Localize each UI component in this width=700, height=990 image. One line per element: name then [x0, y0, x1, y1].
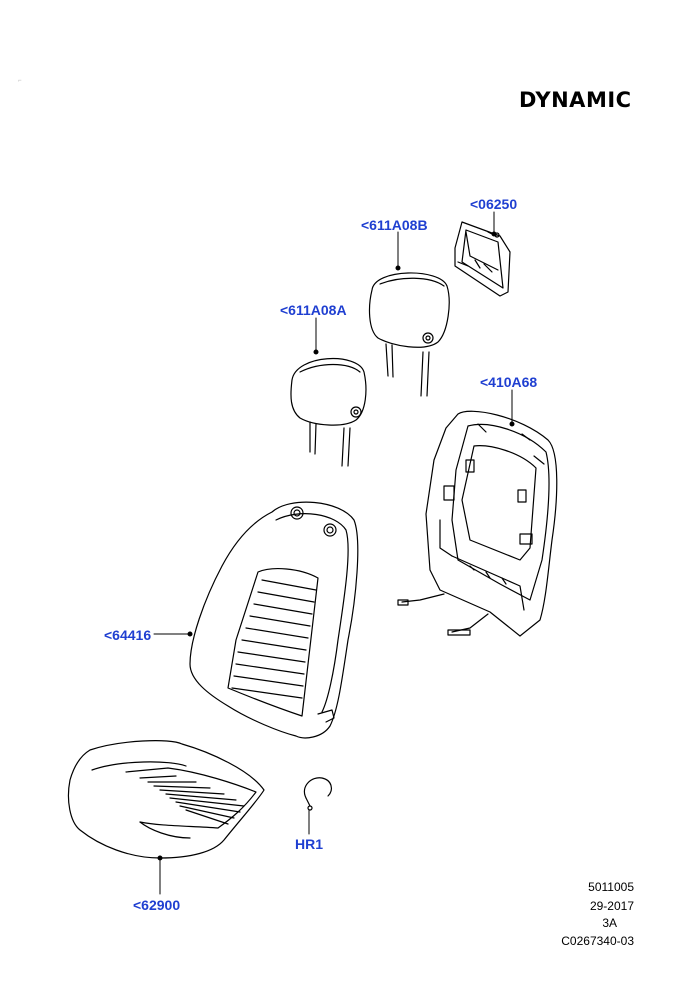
reference-code-4: C0267340-03	[561, 934, 634, 948]
part-label-64416[interactable]: <64416	[104, 627, 152, 643]
leader-lines	[153, 211, 515, 895]
hog-ring-drawing	[303, 777, 332, 811]
reference-code-2: 29-2017	[589, 899, 634, 913]
backrest-cover-drawing	[189, 501, 359, 739]
part-label-611A08B[interactable]: <611A08B	[361, 217, 428, 233]
part-label-410A68[interactable]: <410A68	[480, 374, 538, 390]
headrest-rear-drawing	[368, 272, 450, 397]
frame-drawing	[454, 221, 511, 297]
diagram-title: DYNAMIC	[519, 88, 632, 112]
corner-mark: ⌐	[18, 78, 22, 84]
part-label-611A08A[interactable]: <611A08A	[280, 302, 347, 318]
cushion-cover-drawing	[67, 740, 265, 859]
headrest-front-drawing	[290, 357, 367, 467]
part-label-06250[interactable]: <06250	[470, 196, 518, 212]
part-label-HR1[interactable]: HR1	[295, 836, 324, 852]
part-label-62900[interactable]: <62900	[133, 897, 181, 913]
reference-code-1: 5011005	[588, 880, 634, 894]
reference-code-3: 3A	[602, 916, 617, 930]
seat-back-panel-drawing	[397, 410, 558, 637]
